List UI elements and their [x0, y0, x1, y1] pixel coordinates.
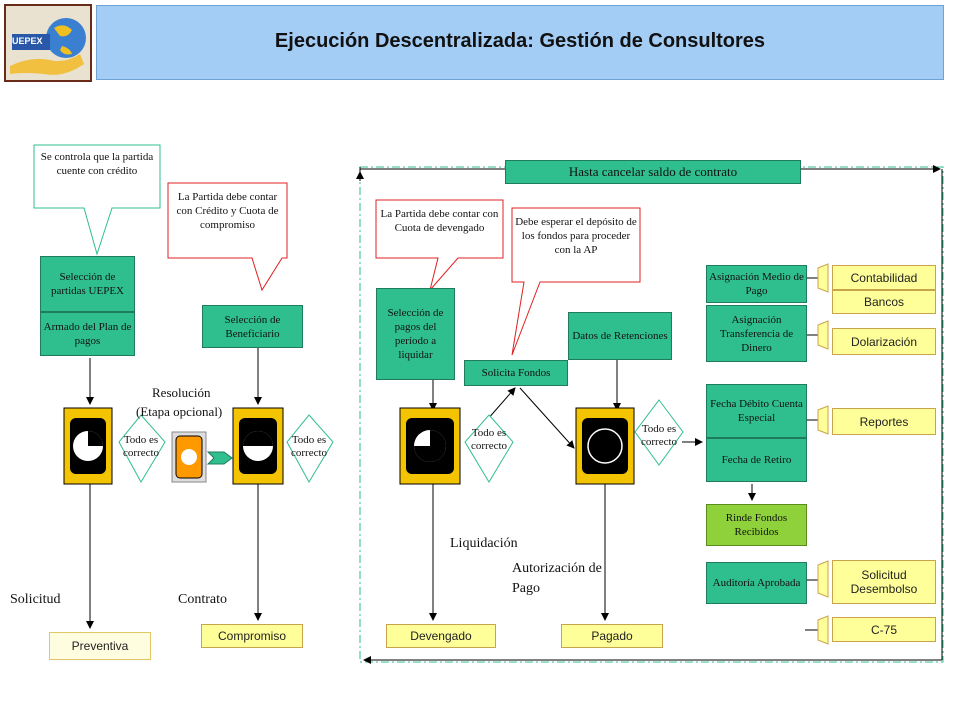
- output-dolarizacion[interactable]: Dolarización: [832, 328, 936, 355]
- stage-devengado[interactable]: Devengado: [386, 624, 496, 648]
- step-solicita-fondos[interactable]: Solicita Fondos: [464, 360, 568, 386]
- label-liquidacion: Liquidación: [450, 536, 518, 551]
- page-title: Ejecución Descentralizada: Gestión de Co…: [274, 30, 766, 52]
- stage-preventiva[interactable]: Preventiva: [49, 632, 151, 660]
- stage-pagado[interactable]: Pagado: [561, 624, 663, 648]
- step-seleccion-partidas[interactable]: Selección de partidas UEPEX: [40, 256, 135, 312]
- output-bancos[interactable]: Bancos: [832, 290, 936, 314]
- output-reportes[interactable]: Reportes: [832, 408, 936, 435]
- title-bar: [96, 5, 944, 80]
- label-solicitud: Solicitud: [10, 592, 61, 607]
- step-armado-plan[interactable]: Armado del Plan de pagos: [40, 312, 135, 356]
- step-asignacion-transferencia[interactable]: Asignación Transferencia de Dinero: [706, 305, 807, 362]
- step-auditoria[interactable]: Auditoría Aprobada: [706, 562, 807, 604]
- step-seleccion-pagos[interactable]: Selección de pagos del período a liquida…: [376, 288, 455, 380]
- check-4-label: Todo es correcto: [640, 423, 678, 448]
- step-rinde-fondos[interactable]: Rinde Fondos Recibidos: [706, 504, 807, 546]
- stage-compromiso[interactable]: Compromiso: [201, 624, 303, 648]
- step-fecha-retiro[interactable]: Fecha de Retiro: [706, 438, 807, 482]
- callout-compromiso: La Partida debe contar con Crédito y Cuo…: [176, 191, 279, 231]
- globe-hand-icon: [10, 18, 86, 75]
- label-contrato: Contrato: [178, 592, 227, 607]
- label-autorizacion: Autorización de Pago: [512, 561, 602, 596]
- logo-text: UEPEX: [12, 36, 43, 46]
- stage-icon-4: [575, 407, 635, 485]
- stage-icon-3: [399, 407, 461, 485]
- output-contabilidad[interactable]: Contabilidad: [832, 265, 936, 290]
- label-etapa-opcional: (Etapa opcional): [136, 404, 223, 419]
- output-solicitud-desembolso[interactable]: Solicitud Desembolso: [832, 560, 936, 604]
- step-datos-retenciones[interactable]: Datos de Retenciones: [568, 312, 672, 360]
- stage-icon-1: [63, 407, 113, 485]
- output-c75[interactable]: C-75: [832, 617, 936, 642]
- check-1-label: Todo es correcto: [122, 434, 160, 459]
- check-3-label: Todo es correcto: [470, 427, 508, 452]
- check-2-label: Todo es correcto: [290, 434, 328, 459]
- uepex-logo: [4, 4, 92, 82]
- callout-devengado: La Partida debe contar con Cuota de deve…: [380, 208, 499, 234]
- stage-icon-resolucion: [171, 431, 207, 483]
- step-asignacion-medio[interactable]: Asignación Medio de Pago: [706, 265, 807, 303]
- callout-credito: Se controla que la partida cuente con cr…: [40, 151, 154, 177]
- step-seleccion-beneficiario[interactable]: Selección de Beneficiario: [202, 305, 303, 348]
- label-resolucion: Resolución: [152, 385, 211, 400]
- stage-icon-2: [232, 407, 284, 485]
- callout-fondos: Debe esperar el depósito de los fondos p…: [515, 216, 637, 256]
- banner-hasta-cancelar: Hasta cancelar saldo de contrato: [505, 160, 801, 184]
- step-fecha-debito[interactable]: Fecha Débito Cuenta Especial: [706, 384, 807, 438]
